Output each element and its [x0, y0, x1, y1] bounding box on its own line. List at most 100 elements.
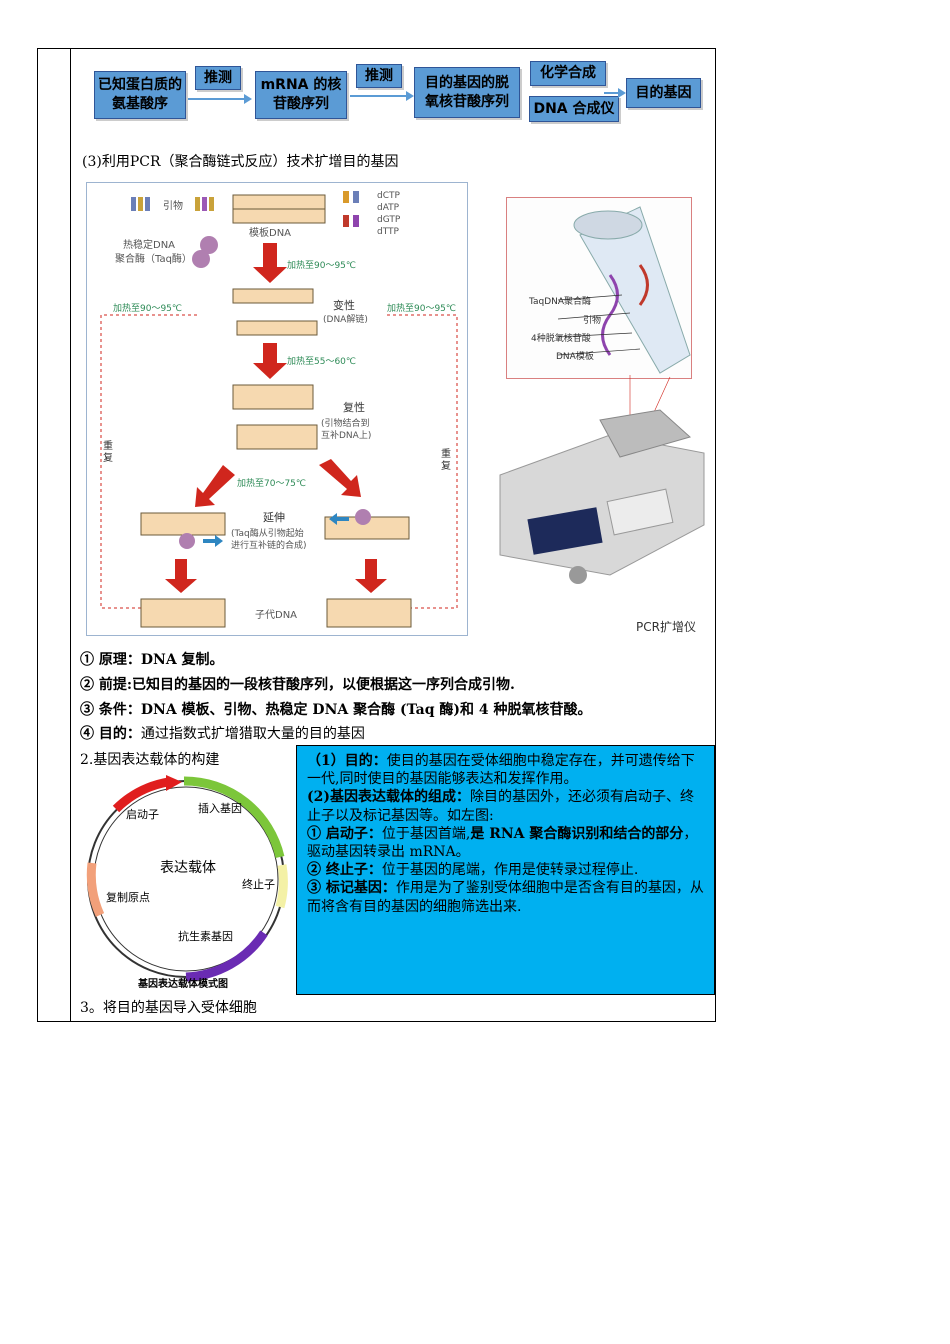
- label-tube-primer: 引物: [583, 316, 602, 326]
- label-heat2: 加热至55～60℃: [287, 357, 357, 367]
- label-repeat-left: 重复: [103, 441, 113, 464]
- flow-box-deoxy-line2: 氧核苷酸序列: [425, 93, 509, 110]
- label-dgtp: dGTP: [377, 215, 401, 225]
- vector-composition: (2)基因表达载体的组成：除目的基因外，还必须有启动子、终止子以及标记基因等。如…: [307, 788, 704, 824]
- flow-box-synth: DNA 合成仪: [529, 96, 619, 122]
- label-datp: dATP: [377, 203, 400, 213]
- label-extend-sub-b: 进行互补链的合成): [231, 541, 307, 551]
- label-taq-b: 聚合酶（Taq酶）: [115, 254, 192, 265]
- flow-arrow-label-1: 推测: [195, 66, 241, 90]
- pcr-heading: (3)利用PCR（聚合酶链式反应）技术扩增目的基因: [82, 154, 399, 170]
- pcr-machine-illustration: TaqDNA聚合酶 引物 4种脱氧核苷酸 DNA模板 PCR扩增仪: [490, 195, 708, 640]
- plasmid-label-center: 表达载体: [160, 860, 216, 876]
- table-left-column-divider: [70, 48, 71, 1022]
- pcr-principle: ① 原理：DNA 复制。: [80, 651, 224, 669]
- label-dctp: dCTP: [377, 191, 400, 201]
- label-heat-left: 加热至90～95℃: [113, 304, 183, 314]
- vector-promoter-label: ① 启动子：: [307, 825, 382, 842]
- vector-promoter-text2: ，驱动基因转录出 mRNA。: [307, 825, 698, 861]
- terminator-segment: [275, 864, 288, 909]
- label-tube-taq: TaqDNA聚合酶: [529, 297, 592, 307]
- vector-marker-label: ③ 标记基因：: [307, 880, 396, 897]
- vector-heading: 2.基因表达载体的构建: [80, 752, 220, 768]
- pcr-premise-text: 已知目的基因的一段核苷酸序列，以便根据这一序列合成引物.: [132, 677, 515, 693]
- vector-purpose-label: （1）目的：: [307, 753, 387, 769]
- vector-promoter: ① 启动子：位于基因首端,是 RNA 聚合酶识别和结合的部分，驱动基因转录出 m…: [307, 825, 704, 861]
- taq-enzyme-icon: [200, 236, 218, 254]
- label-anneal-sub-b: 互补DNA上): [321, 431, 372, 441]
- label-extend: 延伸: [263, 511, 285, 524]
- plasmid-caption: 基因表达载体模式图: [138, 979, 228, 990]
- label-dttp: dTTP: [377, 227, 399, 237]
- flow-arrow-1: [188, 94, 252, 104]
- flow-box-deoxy-line1: 目的基因的脱: [425, 74, 509, 91]
- vector-info-box: （1）目的：使目的基因在受体细胞中稳定存在，并可遗传给下一代,同时使目的基因能够…: [296, 745, 715, 995]
- plasmid-ring-graphic: [86, 775, 288, 982]
- plasmid-label-insert: 插入基因: [198, 802, 242, 815]
- vector-composition-text: 除目的基因外，还必须有启动子、终止子以及标记基因等。如左图:: [307, 789, 694, 824]
- pcr-principle-label: ① 原理：: [80, 652, 141, 668]
- flow-box-target: 目的基因: [626, 78, 701, 108]
- promoter-arrow-icon: [166, 775, 182, 791]
- label-anneal-sub-a: (引物结合到: [321, 419, 370, 429]
- primer-icon: [131, 197, 214, 211]
- vector-terminator-text: 位于基因的尾端，作用是使转录过程停止.: [381, 862, 639, 879]
- flow-arrow-2: [350, 91, 414, 101]
- label-primer: 引物: [163, 201, 183, 212]
- table-frame: [37, 48, 716, 1022]
- flow-box-mrna-line2: 苷酸序列: [273, 96, 329, 112]
- pcr-principle-text: DNA 复制。: [140, 652, 224, 668]
- vector-purpose: （1）目的：使目的基因在受体细胞中稳定存在，并可遗传给下一代,同时使目的基因能够…: [307, 752, 704, 788]
- flow-arrow-3: [604, 88, 626, 98]
- vector-marker-text: 作用是为了鉴别受体细胞中是否含有目的基因，从而将含有目的基因的细胞筛选出来.: [307, 880, 704, 915]
- vector-purpose-text: 使目的基因在受体细胞中稳定存在，并可遗传给下一代,同时使目的基因能够表达和发挥作…: [307, 753, 695, 788]
- flow-box-chem: 化学合成: [530, 61, 606, 86]
- label-pcr-machine: PCR扩增仪: [636, 620, 696, 634]
- vector-marker: ③ 标记基因：作用是为了鉴别受体细胞中是否含有目的基因，从而将含有目的基因的细胞…: [307, 879, 704, 915]
- label-heat-right: 加热至90～95℃: [387, 304, 457, 314]
- pcr-condition: ③ 条件：DNA 模板、引物、热稳定 DNA 聚合酶 (Taq 酶)和 4 种脱…: [80, 701, 592, 719]
- pcr-diagram: 引物 dCTP dATP dGTP dTTP 模板DNA 热稳定DNA 聚合酶（…: [86, 182, 468, 636]
- flow-box-deoxy: 目的基因的脱 氧核苷酸序列: [414, 67, 520, 118]
- promoter-segment: [112, 777, 169, 813]
- pcr-premise: ② 前提:已知目的基因的一段核苷酸序列，以便根据这一序列合成引物.: [80, 676, 515, 694]
- origin-segment: [86, 862, 105, 917]
- label-repeat-right: 重复: [441, 449, 451, 472]
- pcr-premise-label: ② 前提:: [80, 677, 133, 693]
- plasmid-diagram: 启动子 插入基因 表达载体 终止子 复制原点 抗生素基因 基因表达载体模式图: [78, 773, 293, 993]
- plasmid-label-promoter: 启动子: [126, 808, 159, 821]
- antibiotic-gene-segment: [185, 930, 268, 982]
- plasmid-label-origin: 复制原点: [106, 891, 150, 904]
- insert-gene-segment: [183, 776, 285, 859]
- pcr-diagram-graphic: [100, 191, 458, 628]
- label-template: 模板DNA: [249, 228, 292, 239]
- label-taq-a: 热稳定DNA: [123, 240, 176, 251]
- pcr-purpose: ④ 目的：通过指数式扩增猎取大量的目的基因: [80, 725, 365, 743]
- template-dna-icon: [232, 194, 326, 224]
- label-child-dna: 子代DNA: [255, 610, 298, 621]
- flow-box-mrna: mRNA 的核 苷酸序列: [255, 71, 347, 119]
- plasmid-label-terminator: 终止子: [242, 878, 275, 891]
- vector-composition-label: (2)基因表达载体的组成：: [307, 789, 470, 806]
- vector-promoter-bold: 是 RNA 聚合酶识别和结合的部分: [470, 825, 684, 842]
- label-tube-template: DNA模板: [556, 352, 594, 362]
- pcr-purpose-label: ④ 目的：: [80, 726, 141, 742]
- label-denature: 变性: [333, 299, 355, 312]
- pcr-step-arrows: [165, 243, 387, 593]
- flow-box-protein: 已知蛋白质的氨基酸序: [94, 71, 186, 119]
- plasmid-label-antibiotic: 抗生素基因: [178, 930, 233, 943]
- label-extend-sub-a: (Taq酶从引物起始: [231, 529, 304, 539]
- flow-box-mrna-line1: mRNA 的核: [260, 77, 342, 93]
- pcr-condition-label: ③ 条件：: [80, 702, 141, 718]
- pcr-machine-graphic: [499, 206, 705, 584]
- label-denature-sub: (DNA解链): [323, 315, 368, 325]
- pcr-condition-text: DNA 模板、引物、热稳定 DNA 聚合酶 (Taq 酶)和 4 种脱氧核苷酸。: [140, 702, 592, 718]
- label-anneal: 复性: [343, 401, 365, 414]
- vector-terminator-label: ② 终止子：: [307, 862, 382, 879]
- pcr-purpose-text: 通过指数式扩增猎取大量的目的基因: [140, 726, 365, 742]
- label-tube-dntp: 4种脱氧核苷酸: [531, 334, 591, 344]
- vector-promoter-text1: 位于基因首端,: [381, 825, 471, 842]
- vector-terminator: ② 终止子：位于基因的尾端，作用是使转录过程停止.: [307, 861, 704, 879]
- label-heat3: 加热至70～75℃: [237, 479, 307, 489]
- step3-heading: 3。将目的基因导入受体细胞: [80, 1000, 257, 1016]
